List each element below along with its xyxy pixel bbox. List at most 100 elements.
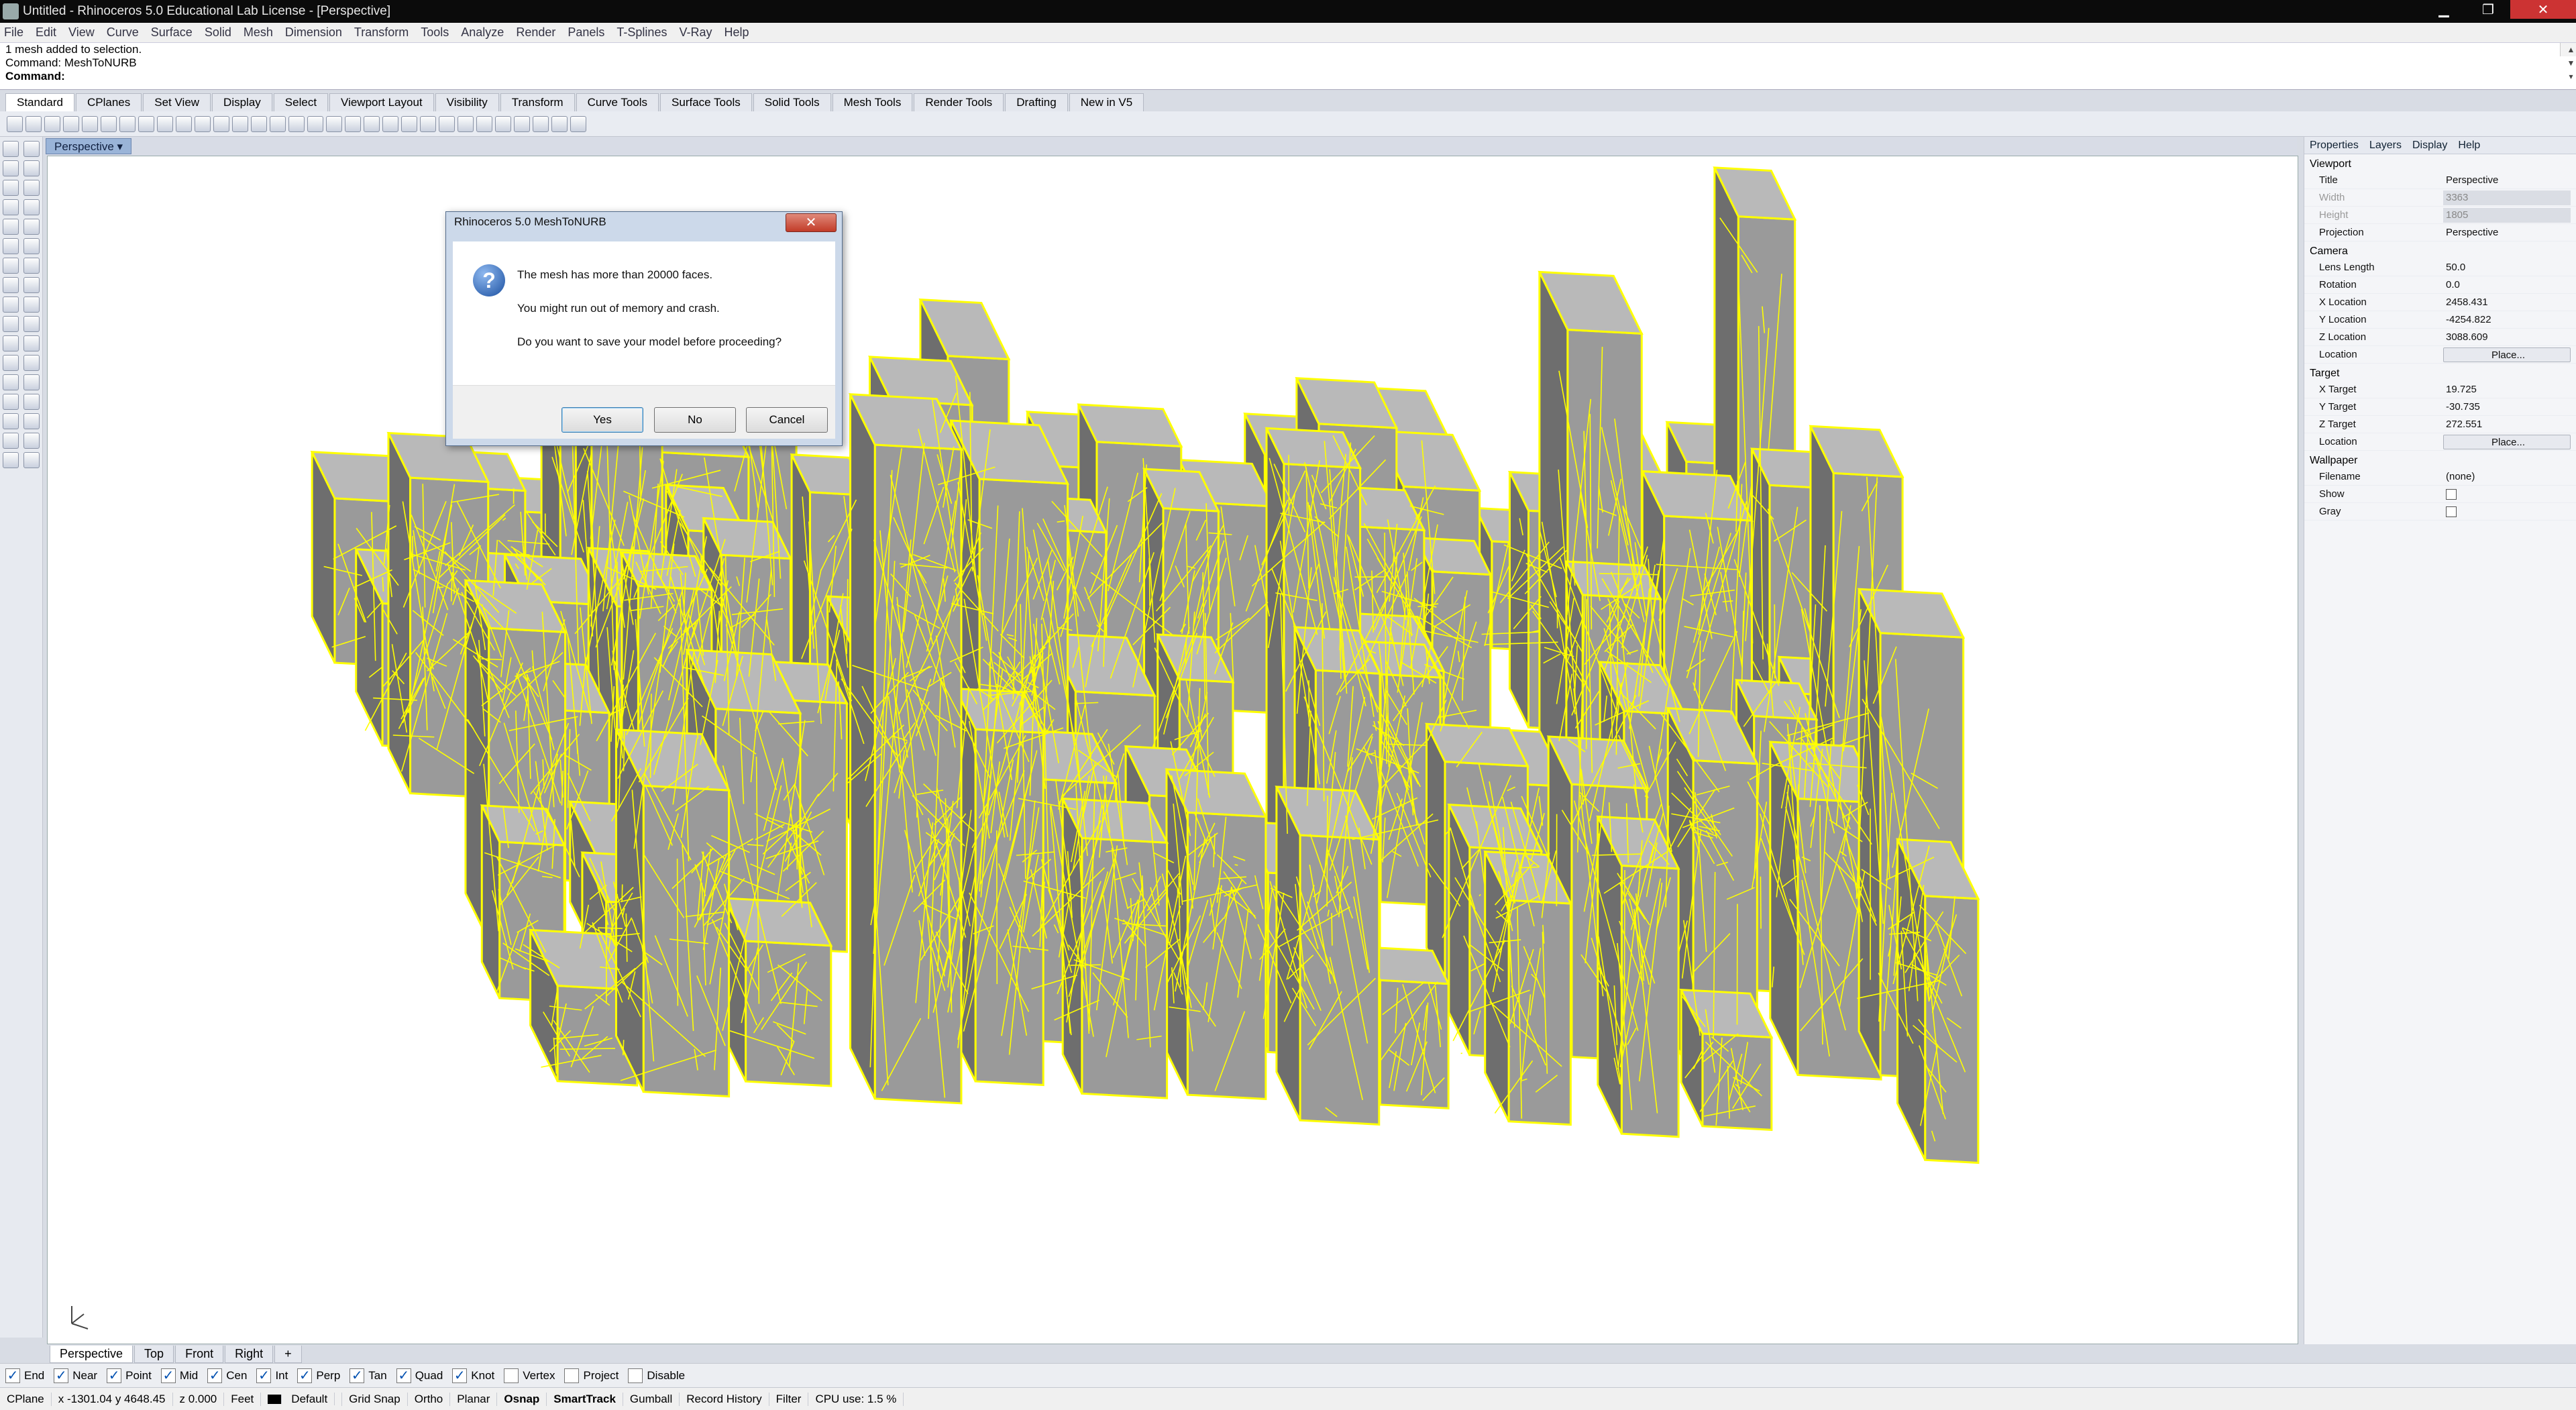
osnap-checkbox[interactable] bbox=[564, 1368, 580, 1383]
boolean-icon[interactable] bbox=[3, 296, 19, 313]
rotate-icon[interactable] bbox=[3, 374, 19, 390]
tab-cplanes[interactable]: CPlanes bbox=[76, 93, 142, 111]
wallpaper-filename-field[interactable]: (none) bbox=[2446, 470, 2475, 482]
select-arrow-icon[interactable] bbox=[3, 141, 19, 157]
rendered-sphere-icon[interactable] bbox=[476, 115, 492, 132]
cancel-button[interactable]: Cancel bbox=[746, 407, 828, 433]
zoom-icon[interactable] bbox=[213, 115, 229, 132]
help-icon[interactable] bbox=[570, 115, 586, 132]
projection-select[interactable]: Perspective bbox=[2446, 226, 2499, 238]
x-target-field[interactable]: 19.725 bbox=[2446, 383, 2477, 395]
lens-length-field[interactable]: 50.0 bbox=[2446, 261, 2466, 273]
shaded-sphere-icon[interactable] bbox=[458, 115, 474, 132]
paste-icon[interactable] bbox=[138, 115, 154, 132]
freeform-icon[interactable] bbox=[23, 219, 40, 235]
tab-curve-tools[interactable]: Curve Tools bbox=[576, 93, 659, 111]
menu-vray[interactable]: V-Ray bbox=[679, 25, 712, 39]
open-file-icon[interactable] bbox=[25, 115, 42, 132]
array-icon[interactable] bbox=[3, 394, 19, 410]
no-button[interactable]: No bbox=[654, 407, 736, 433]
save-icon[interactable] bbox=[44, 115, 60, 132]
target-place-button[interactable]: Place... bbox=[2443, 434, 2571, 449]
menu-transform[interactable]: Transform bbox=[354, 25, 409, 39]
tab-drafting[interactable]: Drafting bbox=[1005, 93, 1068, 111]
record-history-toggle[interactable]: Record History bbox=[680, 1392, 769, 1406]
grid-icon[interactable] bbox=[307, 115, 323, 132]
osnap-int[interactable]: ✓Int bbox=[256, 1368, 288, 1383]
sphere-icon[interactable] bbox=[23, 258, 40, 274]
osnap-checkbox[interactable]: ✓ bbox=[160, 1368, 176, 1383]
cut-icon[interactable] bbox=[101, 115, 117, 132]
tab-solid-tools[interactable]: Solid Tools bbox=[753, 93, 831, 111]
tab-transform[interactable]: Transform bbox=[500, 93, 575, 111]
tab-top[interactable]: Top bbox=[134, 1346, 174, 1363]
osnap-point[interactable]: ✓Point bbox=[107, 1368, 152, 1383]
menu-curve[interactable]: Curve bbox=[106, 25, 139, 39]
tab-render-tools[interactable]: Render Tools bbox=[914, 93, 1004, 111]
polyline-icon[interactable] bbox=[3, 160, 19, 176]
render-icon[interactable] bbox=[495, 115, 511, 132]
print-icon[interactable] bbox=[63, 115, 79, 132]
properties-icon[interactable] bbox=[82, 115, 98, 132]
fillet-icon[interactable] bbox=[23, 296, 40, 313]
smarttrack-toggle[interactable]: SmartTrack bbox=[547, 1392, 623, 1406]
show-checkbox[interactable] bbox=[2443, 487, 2571, 502]
osnap-near[interactable]: ✓Near bbox=[54, 1368, 97, 1383]
material-icon[interactable] bbox=[23, 452, 40, 468]
hide-icon[interactable] bbox=[364, 115, 380, 132]
ortho-toggle[interactable]: Ortho bbox=[408, 1392, 451, 1406]
tab-display[interactable]: Display bbox=[212, 93, 272, 111]
menu-render[interactable]: Render bbox=[516, 25, 556, 39]
units[interactable]: Feet bbox=[224, 1392, 262, 1406]
circle-icon[interactable] bbox=[3, 180, 19, 196]
tab-panel-display[interactable]: Display bbox=[2412, 139, 2448, 151]
new-file-icon[interactable] bbox=[7, 115, 23, 132]
osnap-cen[interactable]: ✓Cen bbox=[207, 1368, 247, 1383]
osnap-checkbox[interactable]: ✓ bbox=[256, 1368, 272, 1383]
menu-dimension[interactable]: Dimension bbox=[284, 25, 342, 39]
osnap-checkbox[interactable] bbox=[504, 1368, 519, 1383]
tab-visibility[interactable]: Visibility bbox=[435, 93, 499, 111]
yes-button[interactable]: Yes bbox=[561, 407, 643, 433]
ellipse-icon[interactable] bbox=[3, 219, 19, 235]
tab-select[interactable]: Select bbox=[273, 93, 329, 111]
menu-analyze[interactable]: Analyze bbox=[461, 25, 504, 39]
menu-tsplines[interactable]: T-Splines bbox=[616, 25, 667, 39]
loft-icon[interactable] bbox=[23, 238, 40, 254]
polygon-icon[interactable] bbox=[23, 199, 40, 215]
tab-right[interactable]: Right bbox=[225, 1346, 274, 1363]
osnap-vertex[interactable]: Vertex bbox=[504, 1368, 555, 1383]
osnap-project[interactable]: Project bbox=[564, 1368, 619, 1383]
menu-view[interactable]: View bbox=[68, 25, 95, 39]
command-scrollbar[interactable]: ▲▼▾ bbox=[2560, 43, 2576, 81]
menu-mesh[interactable]: Mesh bbox=[243, 25, 273, 39]
dialog-close-button[interactable]: ✕ bbox=[786, 213, 837, 232]
zoom-selected-icon[interactable] bbox=[270, 115, 286, 132]
check-icon[interactable] bbox=[23, 433, 40, 449]
mesh-icon[interactable] bbox=[3, 277, 19, 293]
pan-icon[interactable] bbox=[176, 115, 192, 132]
tab-layers[interactable]: Layers bbox=[2369, 139, 2402, 151]
point-icon[interactable] bbox=[23, 141, 40, 157]
osnap-checkbox[interactable]: ✓ bbox=[452, 1368, 468, 1383]
xray-icon[interactable] bbox=[533, 115, 549, 132]
tab-mesh-tools[interactable]: Mesh Tools bbox=[832, 93, 913, 111]
osnap-checkbox[interactable]: ✓ bbox=[396, 1368, 411, 1383]
explode-icon[interactable] bbox=[23, 335, 40, 351]
mirror-icon[interactable] bbox=[23, 394, 40, 410]
tab-help[interactable]: Help bbox=[2458, 139, 2481, 151]
osnap-mid[interactable]: ✓Mid bbox=[160, 1368, 198, 1383]
dimension-icon[interactable] bbox=[3, 413, 19, 429]
box-icon[interactable] bbox=[3, 258, 19, 274]
osnap-disable[interactable]: Disable bbox=[628, 1368, 685, 1383]
current-layer[interactable]: Default bbox=[261, 1392, 343, 1406]
copy-icon[interactable] bbox=[119, 115, 136, 132]
arc-icon[interactable] bbox=[23, 180, 40, 196]
text-icon[interactable] bbox=[23, 413, 40, 429]
rhino-app-icon[interactable] bbox=[3, 3, 19, 19]
layer-icon[interactable] bbox=[401, 115, 417, 132]
zoom-extents-icon[interactable] bbox=[251, 115, 267, 132]
light-icon[interactable] bbox=[420, 115, 436, 132]
menu-panels[interactable]: Panels bbox=[568, 25, 605, 39]
prop-title-value[interactable]: Perspective bbox=[2446, 174, 2499, 186]
